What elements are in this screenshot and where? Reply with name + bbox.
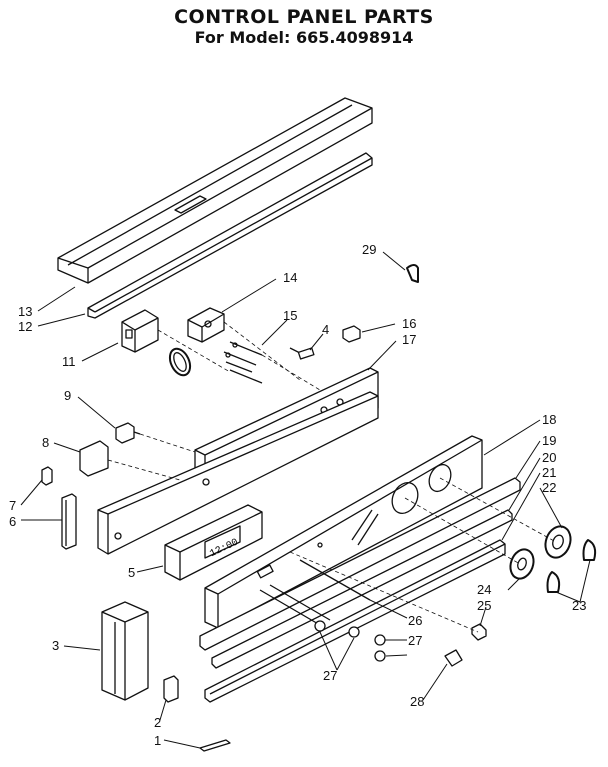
label-29: 29 — [362, 242, 376, 257]
part-22-knob — [544, 525, 572, 559]
label-22: 22 — [542, 480, 556, 495]
label-8: 8 — [42, 435, 49, 450]
label-26: 26 — [408, 613, 422, 628]
label-25: 25 — [477, 598, 491, 613]
part-12-trim-strip — [87, 152, 373, 319]
part-27-fasteners — [314, 620, 386, 662]
label-21: 21 — [542, 465, 556, 480]
part-21-rail — [204, 539, 506, 703]
back-panel — [97, 391, 379, 555]
part-13-trim-channel — [57, 97, 373, 284]
part-o-ring — [168, 347, 192, 377]
label-14: 14 — [283, 270, 297, 285]
diagram-title: CONTROL PANEL PARTS — [174, 6, 434, 28]
callout-leaders — [20, 251, 591, 749]
label-24: 24 — [477, 582, 491, 597]
part-8-cover — [79, 440, 109, 477]
part-6-hinge — [61, 493, 77, 550]
part-16-connector — [342, 325, 361, 343]
part-2-clip — [163, 675, 179, 703]
part-3-end-cap — [101, 601, 149, 701]
part-26-screws — [259, 559, 371, 626]
label-13: 13 — [18, 304, 32, 319]
label-15: 15 — [283, 308, 297, 323]
part-4-fuse — [289, 347, 315, 360]
part-9-sensor — [115, 422, 141, 444]
label-7: 7 — [9, 498, 16, 513]
part-number-labels: 13 12 11 14 15 4 16 17 29 9 8 7 6 5 18 1… — [9, 242, 586, 748]
label-9: 9 — [64, 388, 71, 403]
part-20-rail — [211, 509, 513, 669]
label-2: 2 — [154, 715, 161, 730]
label-4: 4 — [322, 322, 329, 337]
label-16: 16 — [402, 316, 416, 331]
part-15-terminals — [223, 341, 263, 384]
part-14-switch — [187, 307, 225, 343]
part-25-nut — [471, 623, 487, 641]
label-12: 12 — [18, 319, 32, 334]
part-18-glass-panel — [204, 435, 483, 629]
label-1: 1 — [154, 733, 161, 748]
label-28: 28 — [410, 694, 424, 709]
label-27-right: 27 — [408, 633, 422, 648]
label-3: 3 — [52, 638, 59, 653]
part-1-pin — [199, 739, 231, 752]
label-6: 6 — [9, 514, 16, 529]
label-27-lower: 27 — [323, 668, 337, 683]
label-11: 11 — [62, 354, 76, 369]
label-18: 18 — [542, 412, 556, 427]
part-24-knob — [509, 548, 535, 580]
part-29-clip — [406, 264, 419, 283]
label-19: 19 — [542, 433, 556, 448]
part-28-clip — [444, 649, 463, 667]
label-5: 5 — [128, 565, 135, 580]
alignment-lines — [107, 321, 557, 633]
model-number: For Model: 665.4098914 — [194, 28, 414, 47]
part-7-clip — [41, 466, 53, 486]
label-17: 17 — [402, 332, 416, 347]
label-20: 20 — [542, 450, 556, 465]
part-23-knob-caps — [546, 539, 597, 593]
label-23: 23 — [572, 598, 586, 613]
part-19-rail — [199, 477, 521, 651]
part-11-module — [121, 309, 159, 353]
